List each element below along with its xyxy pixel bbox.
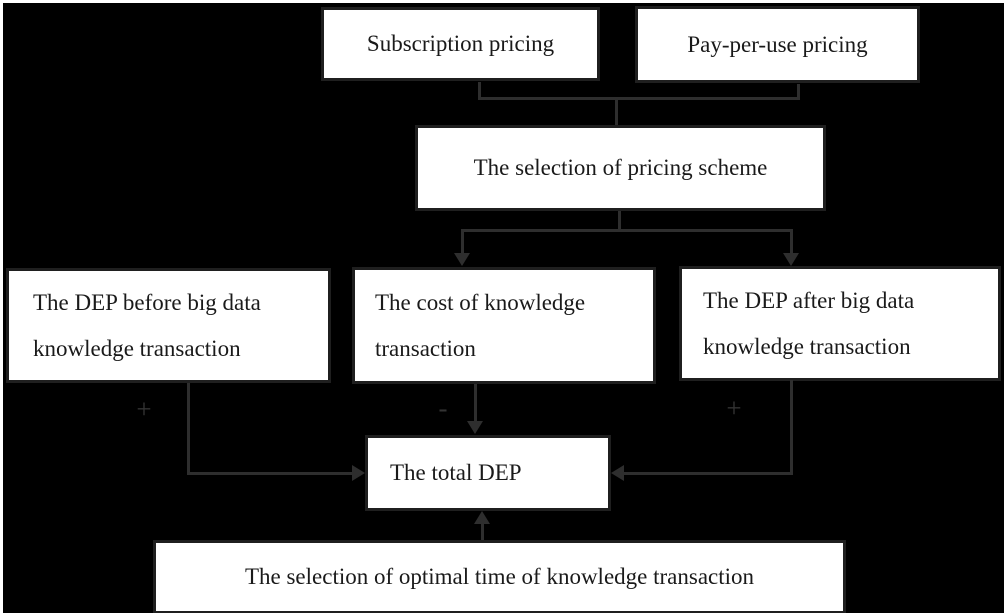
edge-dep-after-down: [790, 380, 793, 475]
edge-selection-down: [618, 211, 621, 232]
edge-pay-per-use-stub: [797, 84, 800, 100]
edge-merge-to-selection: [615, 97, 618, 125]
edge-optimal-time-up: [481, 522, 484, 540]
edge-subscription-stub: [478, 82, 481, 100]
arrowhead-down-into-dep-after-icon: [783, 253, 799, 266]
edge-dep-before-horizontal: [187, 472, 353, 475]
node-selection-of-pricing-scheme: The selection of pricing scheme: [415, 125, 826, 211]
arrowhead-down-into-total-icon: [467, 421, 483, 434]
node-selection-of-optimal-time: The selection of optimal time of knowled…: [153, 540, 846, 613]
edge-split-to-dep-after: [790, 229, 793, 255]
node-cost-of-knowledge-transaction: The cost of knowledge transaction: [352, 267, 656, 384]
node-dep-after-transaction: The DEP after big data knowledge transac…: [679, 266, 1001, 381]
edge-merge-horizontal: [478, 97, 800, 100]
arrowhead-left-into-total-icon: [611, 465, 624, 481]
node-dep-before-transaction: The DEP before big data knowledge transa…: [6, 268, 331, 383]
edge-dep-before-down: [187, 383, 190, 475]
arrowhead-right-into-total-icon: [352, 465, 365, 481]
plus-sign-dep-after: +: [726, 393, 742, 423]
plus-sign-dep-before: +: [136, 394, 152, 424]
edge-split-to-cost: [461, 229, 464, 255]
edge-dep-after-horizontal: [622, 472, 793, 475]
edge-cost-down: [474, 384, 477, 422]
arrowhead-up-into-total-icon: [474, 511, 490, 524]
minus-sign-cost: -: [438, 393, 448, 423]
node-subscription-pricing: Subscription pricing: [321, 7, 600, 81]
node-pay-per-use-pricing: Pay-per-use pricing: [635, 6, 920, 83]
arrowhead-down-into-cost-icon: [454, 253, 470, 266]
edge-split-horizontal: [461, 229, 792, 232]
node-total-dep: The total DEP: [365, 435, 611, 511]
